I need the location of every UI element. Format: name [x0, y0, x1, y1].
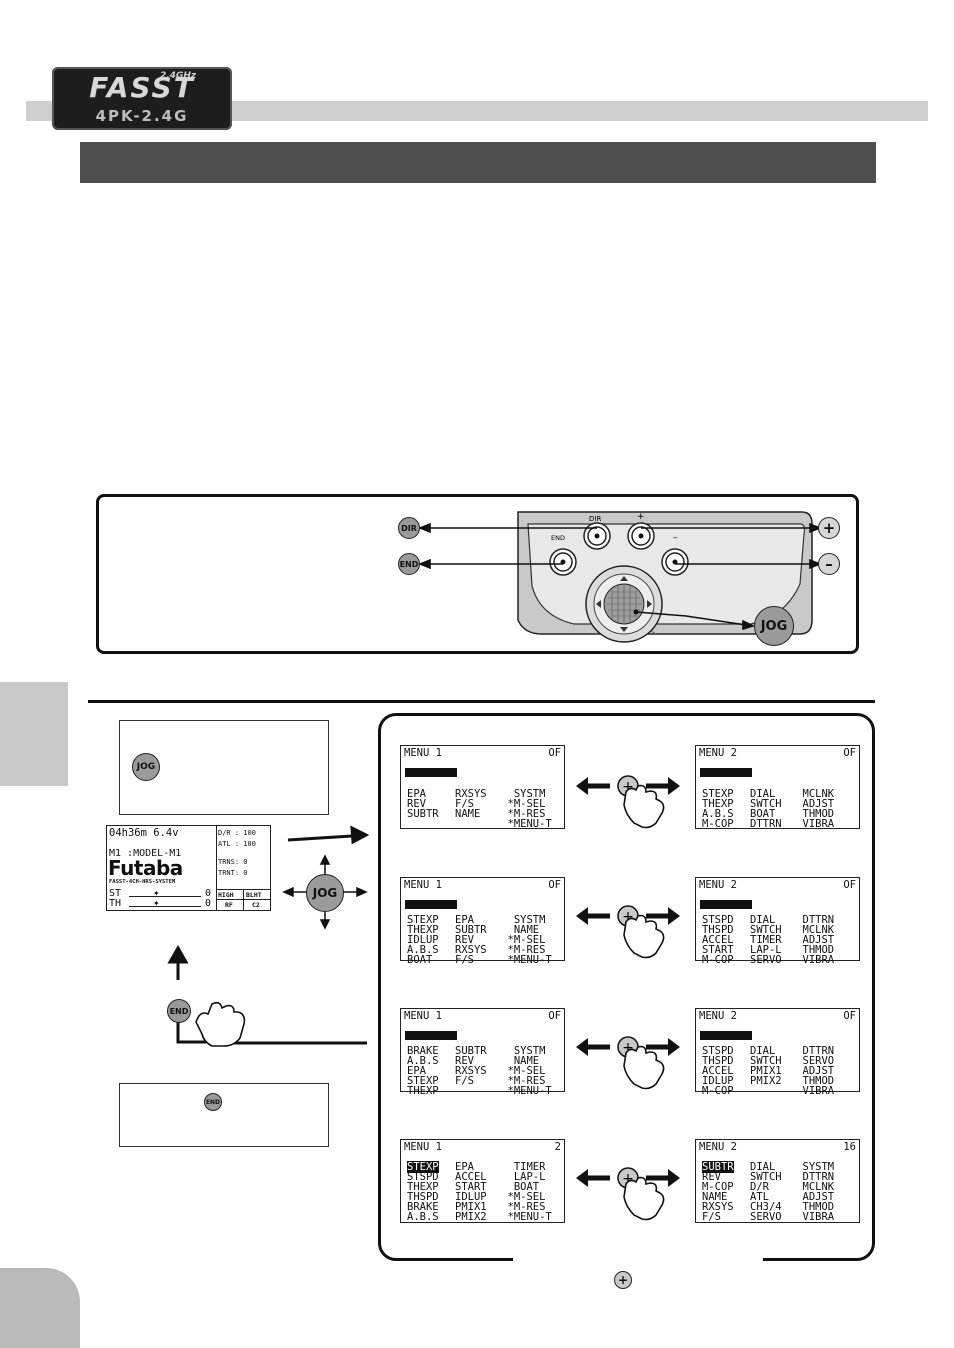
transmitter-panel: DIR + END – [417, 511, 823, 643]
end-note-box: END [119, 1083, 329, 1147]
home-th-val: 0 [205, 898, 212, 909]
panel-minus-label: – [673, 533, 678, 543]
home-brand: Futaba [108, 856, 183, 880]
home-blht: BLHT [246, 891, 262, 899]
home-st-label: ST [109, 888, 122, 899]
switch-row-3 [576, 1037, 680, 1089]
logo-name-text: FASST [89, 71, 195, 104]
panel-end-label: END [551, 534, 565, 542]
home-st-val: 0 [205, 888, 212, 899]
key-diagram-frame [96, 494, 859, 654]
home-th-label: TH [109, 898, 122, 909]
end-note-icon: END [204, 1093, 222, 1111]
jog-key-icon: JOG [754, 606, 794, 646]
minus-key-icon: – [818, 553, 840, 575]
section-title-bar [80, 142, 876, 183]
th-trim-bar [129, 906, 201, 907]
end-key-icon: END [398, 553, 420, 575]
home-dr: D/R : 100 [218, 829, 256, 837]
footer-plus-icon: + [614, 1271, 632, 1289]
panel-dir-label: DIR [589, 515, 601, 523]
hand-icon [195, 1001, 246, 1047]
dir-key-icon: DIR [398, 517, 420, 539]
panel-plus-label: + [637, 512, 645, 522]
fasst-logo: 2.4GHz FASST 4PK-2.4G [52, 67, 232, 130]
home-c2: C2 [252, 901, 260, 909]
navigation-arrows [167, 825, 370, 1047]
jog-note-icon: JOG [132, 753, 160, 781]
home-atl: ATL : 100 [218, 840, 256, 848]
chapter-side-tab [0, 682, 68, 786]
screen-switch-arrows: + [570, 760, 690, 1240]
home-trnt: TRNT: 0 [218, 869, 248, 877]
jog-direction-icon: JOG [306, 874, 344, 912]
switch-row-1 [576, 776, 680, 828]
logo-band-text: 2.4GHz [160, 71, 197, 81]
home-timer: 04h36m 6.4v [109, 827, 179, 839]
home-model: M1 :MODEL-M1 [109, 848, 182, 859]
header-stripe [26, 101, 928, 121]
st-trim-marker: ✦ [153, 889, 160, 898]
home-trns: TRNS: 0 [218, 858, 248, 866]
section-separator [88, 700, 875, 703]
th-trim-marker: ✦ [153, 899, 160, 908]
home-system: FASST-4CH-HRS-SYSTEM [109, 879, 176, 885]
switch-row-2 [576, 906, 680, 958]
st-trim-bar [129, 896, 201, 897]
home-screen-lcd: 04h36m 6.4v M1 :MODEL-M1 Futaba FASST-4C… [106, 825, 271, 911]
jog-note-box: JOG [119, 720, 329, 815]
switch-row-4 [576, 1168, 680, 1220]
home-high: HIGH [218, 891, 234, 899]
logo-model-text: 4PK-2.4G [95, 107, 189, 125]
end-press-icon: END [167, 999, 191, 1023]
home-rf: RF [225, 901, 233, 909]
plus-key-icon: + [818, 517, 840, 539]
page-number-tab [0, 1268, 80, 1348]
